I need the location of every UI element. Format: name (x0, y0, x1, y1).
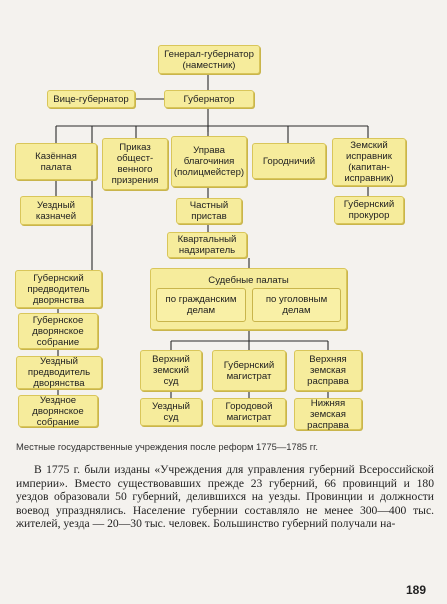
treasury-chamber-label: Казённая палата (35, 150, 77, 173)
treasury-chamber-box: Казённая палата (15, 143, 97, 180)
public-charity-office-box: Приказ общест- венного призрения (102, 138, 168, 190)
criminal-cases-label: по уголовным делам (265, 294, 328, 316)
provincial-assembly-box: Губернское дворянское собрание (18, 313, 98, 349)
lower-zemsky-rasprava-label: Нижняя земская расправа (307, 397, 349, 431)
provincial-prosecutor-box: Губернский прокурор (334, 196, 404, 224)
upper-zemsky-rasprava-box: Верхняя земская расправа (294, 350, 362, 391)
governor-label: Губернатор (183, 93, 235, 105)
vice-governor-box: Вице-губернатор (47, 90, 135, 108)
governor-box: Губернатор (164, 90, 254, 108)
deanery-board-label: Управа благочиния (полицмейстер) (173, 145, 245, 178)
provincial-marshal-box: Губернский предводитель дворянства (15, 270, 102, 308)
upper-zemsky-rasprava-label: Верхняя земская расправа (307, 354, 349, 387)
gorodnichiy-label: Городничий (262, 155, 316, 167)
uezd-assembly-label: Уездное дворянское собрание (32, 394, 84, 428)
gorodnichiy-box: Городничий (252, 143, 326, 179)
quarter-overseer-label: Квартальный надзиратель (177, 234, 237, 256)
city-magistrate-label: Городовой магистрат (225, 401, 273, 423)
private-bailiff-label: Частный пристав (189, 200, 229, 222)
body-paragraph: В 1775 г. были изданы «Учреждения для уп… (16, 463, 434, 531)
quarter-overseer-box: Квартальный надзиратель (167, 232, 247, 258)
uezd-court-label: Уездный суд (152, 401, 190, 423)
uezd-marshal-box: Уездный предводитель дворянства (16, 356, 102, 389)
lower-zemsky-rasprava-box: Нижняя земская расправа (294, 397, 362, 431)
diagram-caption: Местные государственные учреждения после… (16, 441, 319, 452)
upper-zemsky-court-box: Верхний земский суд (140, 350, 202, 391)
uezd-assembly-box: Уездное дворянское собрание (18, 394, 98, 428)
criminal-cases-box: по уголовным делам (252, 288, 341, 322)
governor-general-box: Генерал-губернатор (наместник) (158, 45, 260, 74)
uezd-treasurer-box: Уездный казначей (20, 196, 92, 225)
provincial-magistrate-label: Губернский магистрат (223, 359, 275, 382)
private-bailiff-box: Частный пристав (176, 198, 242, 224)
governor-general-label: Генерал-губернатор (наместник) (164, 48, 254, 71)
civil-cases-label: по гражданским делам (165, 294, 237, 316)
court-chambers-title: Судебные палаты (208, 275, 289, 286)
provincial-magistrate-box: Губернский магистрат (212, 350, 286, 391)
uezd-treasurer-label: Уездный казначей (35, 199, 77, 222)
body-paragraph-text: В 1775 г. были изданы «Учреждения для уп… (16, 463, 434, 531)
city-magistrate-box: Городовой магистрат (212, 398, 286, 426)
provincial-marshal-label: Губернский предводитель дворянства (27, 272, 90, 306)
uezd-marshal-label: Уездный предводитель дворянства (27, 356, 91, 389)
civil-cases-box: по гражданским делам (156, 288, 246, 322)
uezd-court-box: Уездный суд (140, 398, 202, 426)
zemsky-ispravnik-box: Земский исправник (капитан- исправник) (332, 138, 406, 186)
vice-governor-label: Вице-губернатор (53, 93, 129, 105)
provincial-prosecutor-label: Губернский прокурор (343, 199, 395, 221)
page-number: 189 (406, 583, 427, 597)
upper-zemsky-court-label: Верхний земский суд (152, 354, 190, 387)
provincial-assembly-label: Губернское дворянское собрание (32, 314, 84, 348)
connector-lines (55, 74, 369, 398)
public-charity-office-label: Приказ общест- венного призрения (111, 142, 159, 186)
deanery-board-box: Управа благочиния (полицмейстер) (171, 136, 247, 187)
zemsky-ispravnik-label: Земский исправник (капитан- исправник) (344, 140, 394, 184)
